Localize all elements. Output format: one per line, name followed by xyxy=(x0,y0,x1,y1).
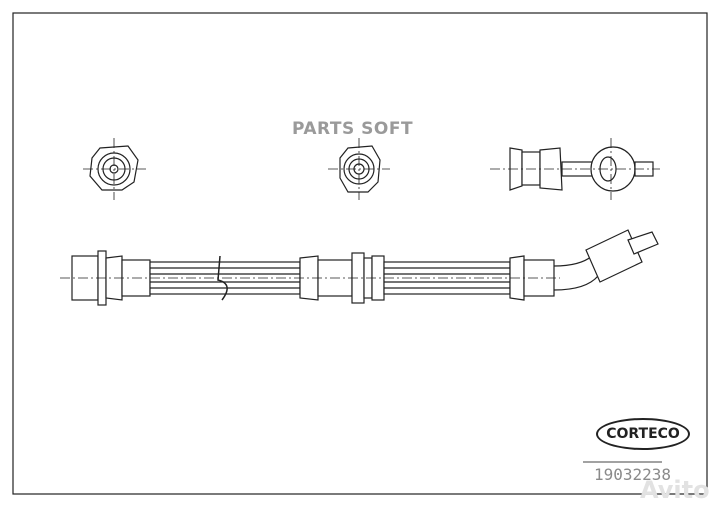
parts-soft-watermark: PARTS SOFT xyxy=(292,119,414,139)
part-number: 19032238 xyxy=(594,465,672,484)
corteco-logo: CORTECO xyxy=(596,418,690,450)
end-view-left xyxy=(83,138,146,200)
drawing-frame xyxy=(12,12,708,495)
avito-watermark: Avito xyxy=(640,476,710,504)
end-view-center xyxy=(328,138,390,200)
hose-main-view xyxy=(60,229,659,306)
side-view-banjo xyxy=(490,138,660,200)
